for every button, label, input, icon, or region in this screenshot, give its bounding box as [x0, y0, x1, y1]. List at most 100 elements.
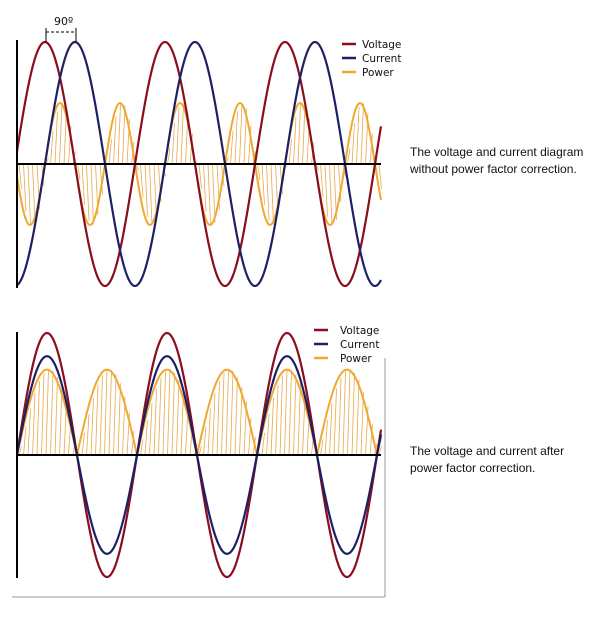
- power-hatch-line: [356, 379, 360, 456]
- power-hatch-line: [230, 371, 234, 456]
- power-hatch-bottom: [18, 369, 382, 456]
- power-hatch-line: [167, 148, 171, 165]
- power-hatch-line: [378, 445, 382, 456]
- legend-label-current: Current: [362, 53, 401, 65]
- power-hatch-line: [117, 383, 121, 456]
- power-hatch-line: [113, 116, 117, 165]
- power-hatch-line: [59, 387, 63, 456]
- phase-shift-marker: 90º: [45, 15, 77, 42]
- power-curve-bottom: [16, 368, 382, 456]
- power-hatch-line: [270, 397, 274, 456]
- power-hatch-line: [104, 370, 108, 456]
- power-hatch-line: [369, 133, 373, 165]
- power-hatch-line: [59, 103, 63, 165]
- power-hatch-line: [315, 163, 319, 171]
- power-hatch-line: [45, 157, 49, 165]
- legend-top: Voltage Current Power: [342, 39, 401, 79]
- power-hatch-line: [99, 163, 103, 195]
- power-hatch-line: [198, 445, 202, 456]
- power-hatch-line: [135, 163, 139, 171]
- legend-bottom: Voltage Current Power: [314, 325, 379, 365]
- power-hatch-line: [230, 130, 234, 165]
- phase-shift-label: 90º: [54, 15, 73, 28]
- power-hatch-line: [167, 369, 171, 456]
- power-hatch-line: [333, 388, 337, 456]
- power-hatch-line: [77, 163, 81, 180]
- current-curve-bottom: [15, 355, 383, 555]
- power-hatch-line: [257, 163, 261, 180]
- power-hatch-line: [378, 163, 382, 189]
- power-hatch-line: [45, 369, 49, 456]
- power-hatch-line: [320, 439, 324, 456]
- power-hatch-line: [41, 373, 45, 456]
- power-hatch-line: [279, 375, 283, 456]
- power-hatch-line: [261, 163, 265, 205]
- power-hatch-line: [234, 111, 238, 165]
- power-hatch-line: [176, 107, 180, 165]
- power-hatch-line: [131, 430, 135, 456]
- power-hatch-line: [140, 163, 144, 198]
- power-hatch-line: [81, 432, 85, 456]
- power-hatch-line: [356, 107, 360, 165]
- caption-line: The voltage and current after: [410, 444, 565, 458]
- power-hatch-line: [360, 103, 364, 165]
- power-hatch-line: [86, 163, 90, 221]
- power-hatch-line: [297, 104, 301, 165]
- power-hatch-line: [297, 383, 301, 456]
- power-hatch-line: [288, 370, 292, 456]
- power-hatch-line: [234, 376, 238, 456]
- power-hatch-line: [140, 439, 144, 456]
- diagram-without-correction: 90º Voltage Current Power: [0, 0, 401, 310]
- voltage-curve-top: [15, 40, 383, 288]
- power-hatch-line: [351, 123, 355, 165]
- power-hatch-line: [36, 381, 40, 456]
- power-hatch-line: [347, 148, 351, 165]
- power-hatch-line: [54, 111, 58, 165]
- waveform-plot-bottom: Voltage Current Power: [12, 325, 386, 598]
- caption-without-correction: The voltage and current diagram without …: [410, 144, 595, 178]
- power-hatch-line: [239, 103, 243, 165]
- power-hatch-line: [207, 408, 211, 456]
- waveform-plot-top: 90º Voltage Current Power: [15, 15, 401, 288]
- power-hatch-line: [176, 379, 180, 456]
- diagram-after-correction: Voltage Current Power: [0, 318, 400, 608]
- power-hatch-line: [108, 139, 112, 165]
- legend-label-current: Current: [340, 339, 379, 351]
- power-hatch-line: [90, 163, 94, 225]
- power-hatch-line: [81, 163, 85, 205]
- power-hatch-line: [90, 397, 94, 456]
- power-hatch-line: [162, 371, 166, 456]
- power-hatch-line: [198, 163, 202, 189]
- power-hatch-line: [144, 163, 148, 217]
- power-hatch-line: [203, 163, 207, 212]
- power-hatch-line: [212, 393, 216, 456]
- power-hatch-line: [320, 163, 324, 198]
- caption-line: without power factor correction.: [410, 162, 577, 176]
- power-hatch-line: [225, 157, 229, 165]
- power-hatch-line: [275, 384, 279, 456]
- power-hatch-line: [27, 408, 31, 456]
- power-hatch-line: [50, 371, 54, 456]
- power-hatch-line: [50, 130, 54, 165]
- power-hatch-line: [270, 163, 274, 225]
- power-hatch-line: [284, 370, 288, 456]
- power-hatch-line: [360, 391, 364, 456]
- power-hatch-line: [293, 116, 297, 165]
- current-curve-top: [16, 40, 382, 288]
- power-hatch-line: [351, 372, 355, 456]
- power-hatch-line: [239, 387, 243, 456]
- power-hatch-line: [54, 376, 58, 456]
- legend-label-voltage: Voltage: [340, 325, 379, 337]
- power-hatch-line: [261, 432, 265, 456]
- legend-label-voltage: Voltage: [362, 39, 401, 51]
- power-hatch-line: [266, 163, 270, 221]
- power-hatch-line: [180, 103, 184, 165]
- power-hatch-line: [342, 371, 346, 456]
- caption-line: The voltage and current diagram: [410, 145, 584, 159]
- power-hatch-line: [324, 163, 328, 217]
- legend-label-power: Power: [362, 67, 394, 79]
- power-hatch-line: [207, 163, 211, 224]
- power-hatch-line: [171, 123, 175, 165]
- power-hatch-line: [212, 163, 216, 223]
- power-hatch-line: [203, 426, 207, 456]
